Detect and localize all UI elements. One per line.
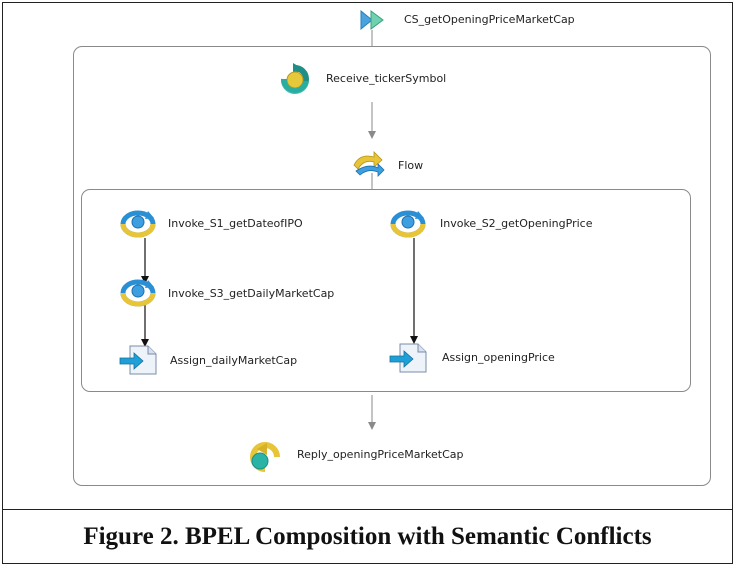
invoke-icon	[120, 279, 156, 307]
assign-icon	[389, 343, 427, 373]
assign-daily-label: Assign_dailyMarketCap	[170, 354, 298, 367]
reply-label: Reply_openingPriceMarketCap	[297, 448, 464, 461]
flow-label: Flow	[398, 159, 424, 172]
reply-icon	[250, 442, 280, 472]
assign-opening-label: Assign_openingPrice	[442, 351, 555, 364]
invoke-s1-label: Invoke_S1_getDateofIPO	[168, 217, 303, 230]
invoke-s2-label: Invoke_S2_getOpeningPrice	[440, 217, 593, 230]
start-flag-icon	[360, 9, 384, 31]
flow-container	[81, 189, 691, 392]
invoke-icon	[120, 210, 156, 238]
invoke-icon	[390, 210, 426, 238]
figure-caption: Figure 2. BPEL Composition with Semantic…	[83, 523, 652, 550]
invoke-s3-label: Invoke_S3_getDailyMarketCap	[168, 287, 335, 300]
receive-icon	[280, 63, 309, 95]
assign-icon	[119, 345, 157, 375]
flow-icon	[353, 151, 385, 177]
caption-divider	[2, 509, 733, 510]
start-label: CS_getOpeningPriceMarketCap	[404, 13, 575, 26]
receive-label: Receive_tickerSymbol	[326, 72, 447, 85]
